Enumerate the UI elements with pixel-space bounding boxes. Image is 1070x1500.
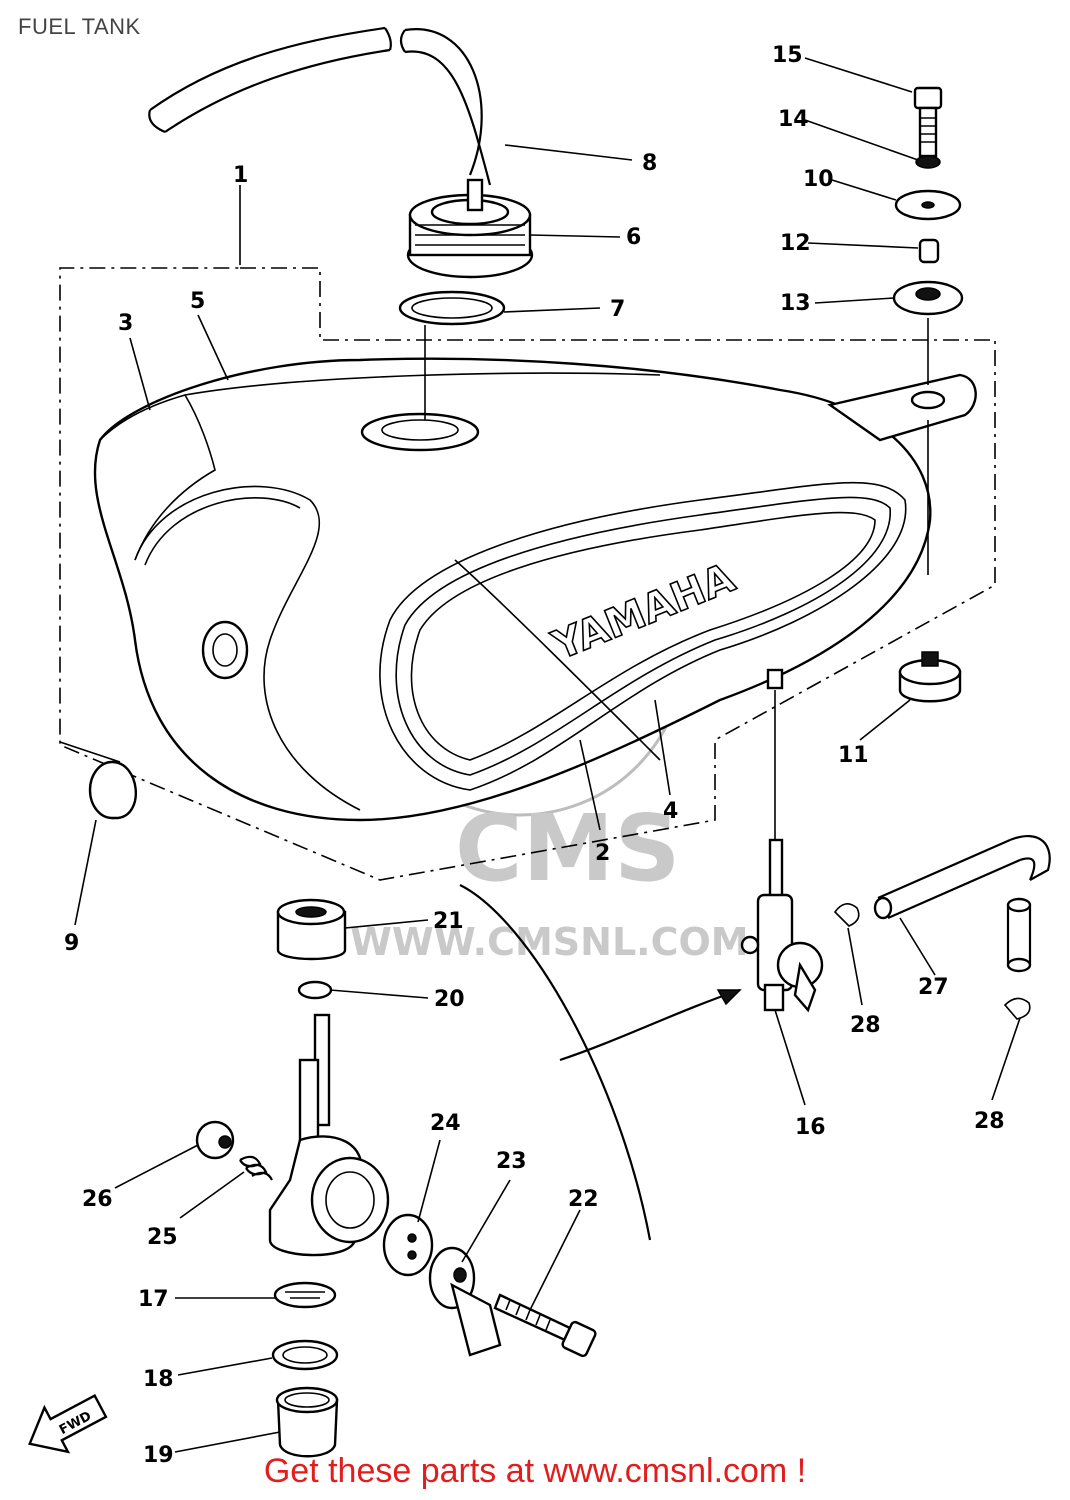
clip (833, 903, 1031, 1020)
callout-28a: 28 (850, 1013, 881, 1038)
callout-18: 18 (143, 1367, 174, 1392)
watermark-logo-text: CMS (455, 795, 680, 902)
callout-15: 15 (772, 43, 803, 68)
callout-9: 9 (64, 931, 79, 956)
fuel-cock-assembly (740, 838, 824, 1013)
callout-16: 16 (795, 1115, 826, 1140)
cock-body (268, 1013, 390, 1257)
callout-22: 22 (568, 1187, 599, 1212)
callout-20: 20 (434, 987, 465, 1012)
callout-26: 26 (82, 1187, 113, 1212)
callout-3: 3 (118, 311, 133, 336)
washer-small (297, 980, 333, 1000)
fuel-cap (406, 178, 534, 279)
leader-lines (74, 57, 1021, 1453)
callout-4: 4 (663, 799, 678, 824)
callout-21: 21 (433, 909, 464, 934)
callout-23: 23 (496, 1149, 527, 1174)
callout-25: 25 (147, 1225, 178, 1250)
callout-19: 19 (143, 1443, 174, 1468)
watermark-url-text: WWW.CMSNL.COM (350, 920, 749, 964)
callout-11: 11 (838, 743, 869, 768)
callout-12: 12 (780, 231, 811, 256)
screw (493, 1293, 597, 1358)
fwd-arrow: FWD (28, 1394, 108, 1454)
footer-shop-link[interactable]: Get these parts at www.cmsnl.com ! (263, 1452, 807, 1490)
fuel-tank-body: YAMAHA (93, 357, 977, 822)
damper-front (898, 651, 962, 703)
cock-gasket (273, 1281, 337, 1309)
breather-hose (148, 26, 492, 186)
callout-28b: 28 (974, 1109, 1005, 1134)
callout-24: 24 (430, 1111, 461, 1136)
nut (276, 898, 347, 961)
page-title: FUEL TANK (18, 14, 141, 39)
callout-2: 2 (595, 841, 610, 866)
plug (195, 1120, 235, 1160)
fuel-cup (275, 1386, 339, 1458)
bolt-stack (892, 86, 964, 316)
callout-27: 27 (918, 975, 949, 1000)
cap-gasket (398, 290, 506, 326)
callout-5: 5 (190, 289, 205, 314)
callout-10: 10 (803, 167, 834, 192)
side-cap (88, 760, 138, 820)
callout-1: 1 (233, 163, 248, 188)
fuel-pipe (873, 834, 1051, 973)
callout-6: 6 (626, 225, 641, 250)
lever-gasket (382, 1213, 434, 1277)
spring (239, 1155, 273, 1181)
o-ring (271, 1339, 339, 1371)
callout-numbers: 15 14 10 12 13 8 6 7 1 3 5 4 2 11 9 21 2… (64, 43, 1005, 1468)
callout-7: 7 (610, 297, 625, 322)
callout-14: 14 (778, 107, 809, 132)
callout-8: 8 (642, 151, 657, 176)
callout-13: 13 (780, 291, 811, 316)
callout-17: 17 (138, 1287, 169, 1312)
lever (428, 1246, 502, 1357)
